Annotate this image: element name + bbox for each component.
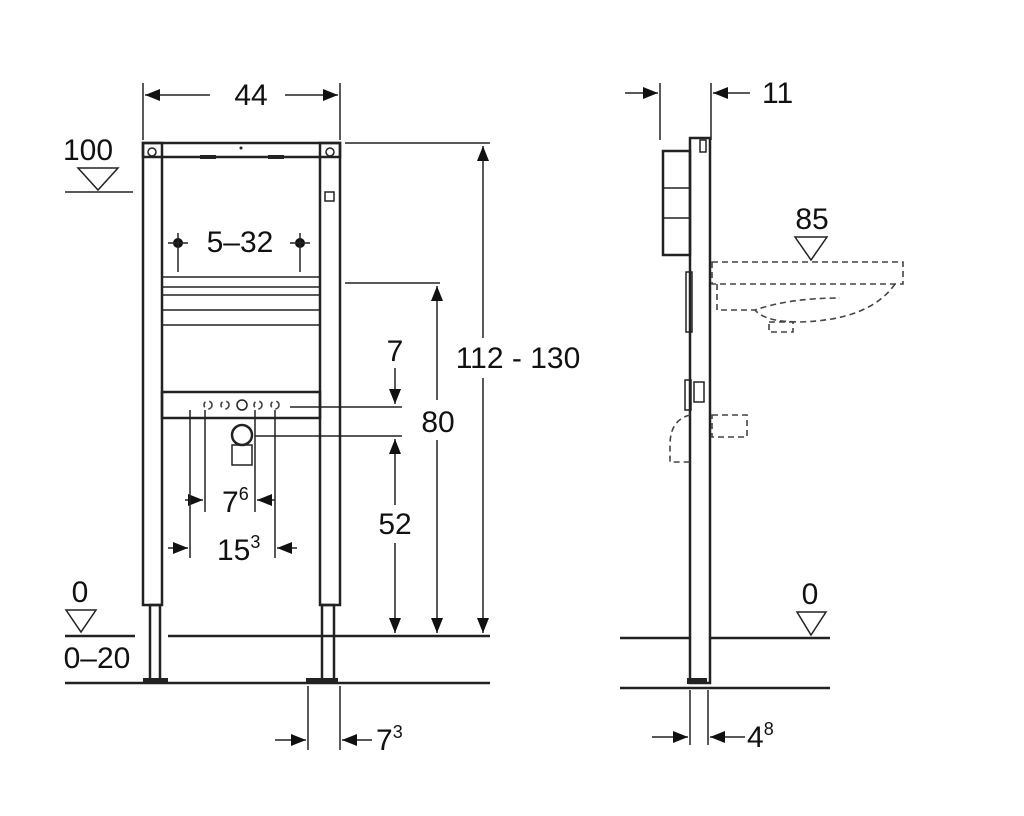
floor-level-label: 0	[72, 576, 89, 609]
fixing-points	[168, 233, 310, 272]
front-view: 44 100 5–32 112 - 130 80 7 52	[63, 79, 592, 757]
top-level-label: 100	[63, 134, 113, 167]
total-height-label: 112 - 130	[456, 342, 581, 375]
drain-outlet	[230, 423, 254, 447]
foot-depth-label: 48	[747, 719, 774, 754]
washbasin-outline	[669, 261, 904, 463]
frame-side	[661, 136, 712, 685]
left-foot	[148, 603, 162, 682]
frame	[141, 141, 342, 682]
spacing-outer-label: 153	[217, 532, 260, 567]
mounting-holes	[203, 399, 280, 411]
depth-label: 11	[762, 77, 793, 110]
width-label: 44	[234, 79, 267, 112]
fixing-range-label: 5–32	[207, 226, 274, 259]
side-view: 11 85 0 48	[620, 77, 904, 754]
level-triangle-icon	[795, 611, 828, 637]
side-floor-level-label: 0	[802, 578, 819, 611]
outlet-height-label: 52	[378, 508, 411, 541]
basin-level-label: 85	[795, 203, 828, 236]
right-foot	[320, 603, 336, 682]
height-80-label: 80	[421, 406, 454, 439]
offset-7-label: 7	[387, 335, 404, 368]
foot-width-label: 73	[376, 722, 403, 757]
level-triangle-icon	[64, 609, 98, 634]
foot-range-label: 0–20	[64, 642, 131, 675]
level-triangle-icon	[793, 236, 829, 262]
level-triangle-icon	[76, 167, 120, 192]
spacing-inner-label: 76	[222, 484, 249, 519]
